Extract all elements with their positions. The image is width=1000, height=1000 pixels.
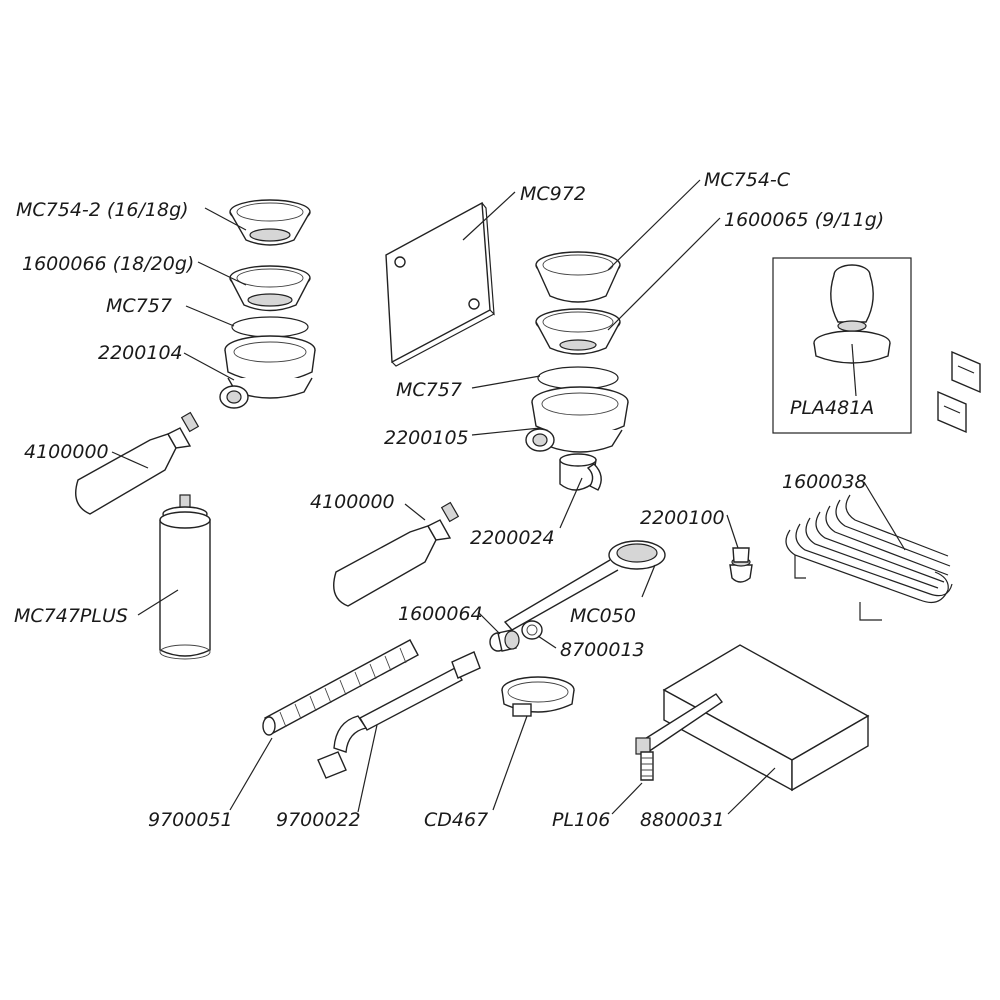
basket-1600066 <box>229 265 311 312</box>
label-1600064: 1600064 <box>398 603 483 625</box>
label-9700051: 9700051 <box>148 809 233 831</box>
label-mc972: MC972 <box>520 183 586 205</box>
label-1600066: 1600066 (18/20g) <box>22 253 194 275</box>
label-2200024: 2200024 <box>470 527 555 549</box>
label-mc757-left: MC757 <box>106 295 172 317</box>
label-4100000-mid: 4100000 <box>310 491 395 513</box>
leader-lines <box>111 179 906 815</box>
label-mc747plus: MC747PLUS <box>14 605 128 627</box>
label-1600065: 1600065 (9/11g) <box>724 209 884 231</box>
label-1600038: 1600038 <box>782 471 867 493</box>
label-mc754-c: MC754-C <box>704 169 791 191</box>
label-pl106: PL106 <box>552 809 610 831</box>
portafilter-head-2200104 <box>219 335 316 409</box>
spring-mc757-right <box>537 366 619 390</box>
cup-rail-1600038 <box>785 494 953 621</box>
spoon-mc050 <box>503 540 666 631</box>
spring-mc757-left <box>231 316 309 338</box>
label-cd467: CD467 <box>424 809 488 831</box>
lever-pl106 <box>635 693 724 781</box>
label-2200104: 2200104 <box>98 342 183 364</box>
clamp-cd467 <box>501 676 575 717</box>
portafilter-head-2200105 <box>525 386 629 453</box>
basket-mc754-2 <box>229 199 311 246</box>
tamper-box <box>772 257 912 434</box>
label-pla481a: PLA481A <box>790 397 874 419</box>
gaskets <box>937 350 981 434</box>
oring-8700013 <box>521 620 543 640</box>
handle-4100000-left <box>75 411 200 515</box>
fitting-1600064 <box>489 629 520 652</box>
spout-2200024 <box>559 453 602 491</box>
nozzle-2200100 <box>729 547 753 583</box>
label-mc757-right: MC757 <box>396 379 462 401</box>
plate-mc972 <box>385 201 495 367</box>
handle-4100000-mid <box>333 501 460 607</box>
part-labels: MC754-2 (16/18g) 1600066 (18/20g) MC757 … <box>14 169 884 831</box>
label-mc050: MC050 <box>570 605 636 627</box>
water-filter-mc747plus <box>159 494 211 660</box>
hose-9700051 <box>262 639 419 736</box>
label-4100000-left: 4100000 <box>24 441 109 463</box>
label-8700013: 8700013 <box>560 639 645 661</box>
label-2200100: 2200100 <box>640 507 725 529</box>
hose-9700022 <box>317 651 481 779</box>
basket-1600065 <box>535 308 621 355</box>
label-2200105: 2200105 <box>384 427 469 449</box>
basket-mc754-c <box>535 251 621 303</box>
label-8800031: 8800031 <box>640 809 725 831</box>
label-9700022: 9700022 <box>276 809 361 831</box>
label-mc754-2: MC754-2 (16/18g) <box>16 199 189 221</box>
